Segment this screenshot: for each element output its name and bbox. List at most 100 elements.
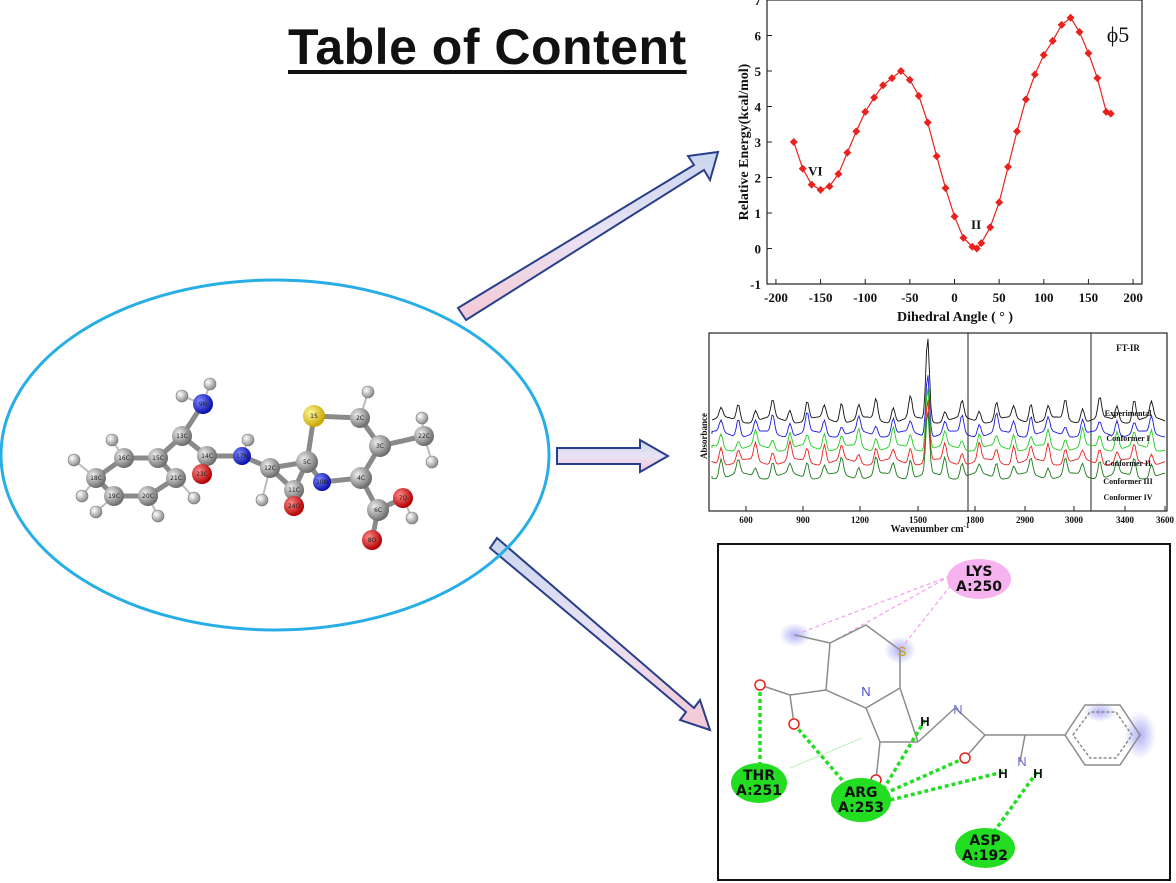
atom-label: 16C xyxy=(118,455,130,462)
energy-data-point xyxy=(1057,20,1066,29)
dock-atom-h2: H xyxy=(998,766,1007,781)
atom-label: 5C xyxy=(303,459,311,466)
ir-x-tick-label: 3000 xyxy=(1065,515,1084,525)
energy-x-tick-label: -50 xyxy=(901,290,918,305)
energy-y-tick-label: 7 xyxy=(755,0,762,8)
energy-y-tick-label: 2 xyxy=(755,171,762,186)
energy-x-tick-label: -200 xyxy=(764,290,788,305)
atom-label: 10N xyxy=(316,479,328,486)
energy-x-tick-label: 100 xyxy=(1034,290,1054,305)
atom-label: 14C xyxy=(201,453,213,460)
energy-x-tick-label: 200 xyxy=(1123,290,1143,305)
ir-series-trace xyxy=(711,338,1166,424)
energy-data-point xyxy=(1013,127,1021,136)
energy-data-point xyxy=(1048,36,1057,45)
energy-data-point xyxy=(959,233,968,242)
ir-legend-entry: Conformer IV xyxy=(1104,493,1153,502)
energy-data-point xyxy=(977,239,986,248)
energy-data-point xyxy=(941,184,950,193)
ir-x-axis-label: Wavenumber cm-1 xyxy=(891,522,970,535)
atom-label: 8O xyxy=(368,537,377,544)
energy-data-point xyxy=(1084,49,1093,58)
dock-atom-n2: N xyxy=(953,702,962,717)
ir-legend-entry: Conformer II xyxy=(1105,459,1151,468)
ir-series-trace xyxy=(711,388,1166,452)
atom-label: 17N xyxy=(236,453,248,460)
ir-x-tick-label: 1200 xyxy=(851,515,870,525)
energy-data-point xyxy=(896,67,905,75)
energy-data-point xyxy=(789,138,798,146)
energy-data-point xyxy=(905,75,914,84)
ir-x-tick-label: 1800 xyxy=(966,515,985,525)
ir-x-tick-label: 900 xyxy=(796,515,810,525)
ir-ftir-label: FT-IR xyxy=(1116,343,1140,353)
energy-x-tick-label: -150 xyxy=(809,290,833,305)
atom-label: 23C xyxy=(196,471,208,478)
energy-data-point xyxy=(914,91,923,100)
energy-data-point xyxy=(1004,162,1013,171)
energy-series-line xyxy=(793,16,1111,250)
atom-label: 3C xyxy=(376,443,384,450)
atom-label: 13C xyxy=(176,433,188,440)
energy-y-tick-label: 4 xyxy=(755,100,762,115)
ir-series-trace xyxy=(711,399,1166,466)
atom-label: 11C xyxy=(288,487,300,494)
energy-y-tick-label: 6 xyxy=(755,29,762,44)
atom-label: 20C xyxy=(142,493,154,500)
arrow-to-docking xyxy=(488,536,712,732)
energy-data-point xyxy=(879,81,888,90)
energy-x-axis-label: Dihedral Angle ( ° ) xyxy=(897,310,1013,325)
atom-label: 1S xyxy=(310,413,318,420)
energy-data-point xyxy=(1106,109,1115,118)
energy-data-point xyxy=(807,180,816,189)
residue-bubble xyxy=(831,778,891,822)
atom-label: 6C xyxy=(374,507,382,514)
residue-id: A:192 xyxy=(962,848,1008,864)
molecule-ellipse xyxy=(0,278,551,632)
ir-legend-entry: Conformer I xyxy=(1106,434,1149,443)
residue-id: A:251 xyxy=(736,783,782,799)
energy-y-tick-label: 1 xyxy=(755,206,762,221)
energy-data-point xyxy=(825,182,834,191)
phi5-label: ϕ5 xyxy=(1107,22,1130,47)
energy-data-point xyxy=(861,107,870,116)
arrow-to-energy-plot xyxy=(456,150,720,322)
annotation-vi: VI xyxy=(808,164,822,179)
energy-data-point xyxy=(1030,70,1039,79)
atom-label: 7O xyxy=(399,495,408,502)
atom-label: 22C xyxy=(418,433,430,440)
dock-atom-n3: N xyxy=(1017,754,1026,769)
energy-x-tick-label: 0 xyxy=(951,290,958,305)
energy-plot-frame xyxy=(766,0,1143,285)
residue-name: ARG xyxy=(844,785,877,801)
residue-name: LYS xyxy=(966,564,993,580)
atom-label: 18C xyxy=(90,475,102,482)
annotation-ii: II xyxy=(971,217,981,232)
residue-name: THR xyxy=(743,768,775,784)
atom-label: 21C xyxy=(170,475,182,482)
residue-bubble xyxy=(947,559,1011,599)
ir-x-tick-label: 600 xyxy=(739,515,753,525)
energy-data-point xyxy=(1075,27,1084,36)
atom-label: 9N xyxy=(199,401,207,408)
ir-series-trace xyxy=(711,411,1166,480)
energy-data-point xyxy=(972,244,981,253)
ir-x-tick-label: 3600 xyxy=(1156,515,1175,525)
energy-y-tick-label: 3 xyxy=(755,135,762,150)
energy-data-point xyxy=(852,127,861,136)
dock-atom-h3: H xyxy=(1033,766,1042,781)
energy-data-point xyxy=(986,223,995,232)
dock-atom-h1: H xyxy=(920,714,929,729)
residue-name: ASP xyxy=(969,833,1000,849)
energy-data-point xyxy=(816,185,825,194)
energy-data-point xyxy=(950,212,959,221)
energy-data-point xyxy=(1066,13,1075,22)
dock-atom-n1: N xyxy=(861,684,870,699)
residue-bubble xyxy=(731,763,787,803)
